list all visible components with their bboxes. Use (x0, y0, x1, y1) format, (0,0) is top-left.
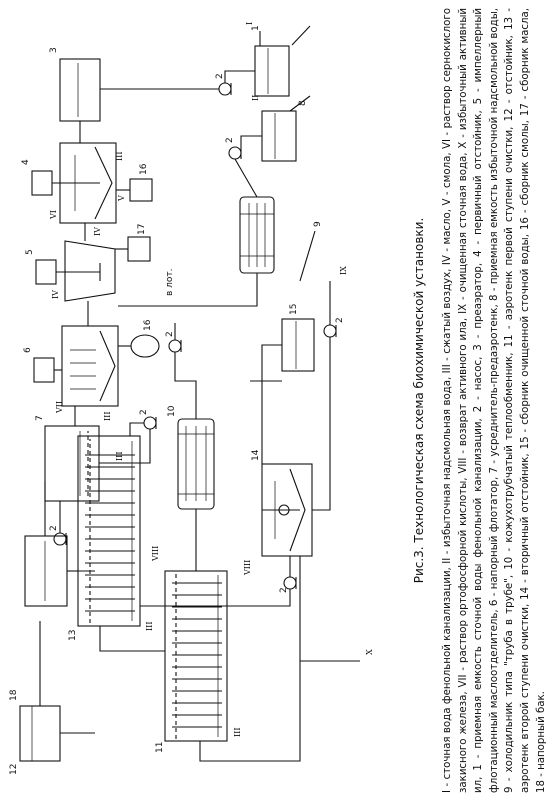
label-unit-2f: 2 (279, 587, 289, 593)
label-unit-12: 12 (9, 764, 19, 775)
label-unit-8: 8 (298, 100, 308, 106)
unit-6-pressure-flotator (33, 325, 119, 407)
label-unit-2e: 2 (49, 525, 59, 531)
label-stream-III-c: III (115, 452, 124, 461)
label-stream-VII: VII (55, 401, 64, 414)
label-unit-1: 1 (251, 25, 261, 31)
label-unit-17: 17 (137, 224, 147, 235)
unit-12-settler-top (24, 481, 95, 607)
unit-11-aerotank-stage1 (164, 570, 228, 742)
label-unit-6: 6 (23, 347, 33, 353)
unit-7-equalizer (44, 425, 100, 502)
unit-18-pressure-tank (19, 621, 95, 762)
label-stream-IX: IX (339, 266, 348, 275)
label-unit-3: 3 (49, 47, 59, 53)
label-stream-III-b: III (103, 412, 112, 421)
label-stream-X: X (365, 649, 374, 655)
label-stream-II: II (251, 95, 260, 101)
label-unit-14: 14 (251, 449, 261, 461)
unit-15-treated-water-collector (281, 318, 315, 372)
figure-caption: Рис.3. Технологическая схема биохимическ… (412, 217, 426, 584)
unit-5-oil-separator (35, 240, 116, 302)
pump-2-b (228, 146, 242, 160)
label-unit-16b: 16 (139, 163, 149, 175)
unit-labels: 1 2 2 2 2 2 2 2 3 4 5 6 7 8 9 10 11 12 1… (9, 25, 345, 775)
label-unit-18: 18 (9, 689, 19, 701)
stream-labels: I II III III III III III IV IV V VI VII … (49, 22, 374, 737)
unit-3-pre-aerator (59, 58, 101, 122)
figure-legend: I - сточная вода фенольной канализации, … (442, 8, 547, 793)
label-stream-IV-b: IV (93, 227, 102, 236)
unit-10-heat-exchanger (177, 418, 215, 510)
process-flow-diagram: 1 2 2 2 2 2 2 2 3 4 5 6 7 8 9 10 11 12 1… (9, 22, 374, 775)
label-stream-IV-a: IV (51, 290, 60, 299)
label-unit-11: 11 (155, 742, 165, 753)
label-unit-10: 10 (167, 405, 177, 417)
label-unit-13: 13 (68, 630, 78, 641)
unit-16-resin-collector-b (116, 178, 153, 202)
pump-2-a (218, 82, 232, 96)
piping (59, 25, 360, 762)
label-stream-VI: VI (49, 210, 58, 220)
label-stream-VIII-b: VIII (243, 560, 252, 576)
unit-1-receiving-tank (254, 45, 290, 97)
unit-13-aerotank-stage2 (77, 435, 141, 627)
pump-2-g (323, 324, 337, 338)
pump-2-c (168, 339, 182, 353)
unit-8-excess-water-tank (261, 110, 297, 162)
unit-4-primary-settler (31, 142, 117, 224)
pump-2-e (53, 532, 67, 546)
label-stream-III-a: III (115, 152, 124, 161)
label-stream-V: V (117, 195, 126, 202)
unit-9-cooler (239, 196, 275, 274)
label-stream-III-e: III (233, 728, 242, 737)
unit-14-secondary-settler (261, 463, 313, 557)
label-unit-9: 9 (313, 221, 323, 227)
unit-16-resin-collector-a (118, 334, 160, 358)
label-unit-2a: 2 (215, 73, 225, 79)
label-unit-7: 7 (35, 415, 45, 421)
label-unit-16a: 16 (143, 319, 153, 331)
label-unit-5: 5 (25, 249, 35, 255)
label-unit-2g: 2 (335, 317, 345, 323)
label-unit-2c: 2 (165, 331, 175, 337)
label-unit-4: 4 (21, 159, 31, 165)
label-stream-VIII-a: VIII (151, 546, 160, 562)
pump-2-d (143, 416, 157, 430)
label-unit-2b: 2 (225, 137, 235, 143)
label-stream-I: I (245, 22, 254, 25)
label-unit-15: 15 (289, 304, 299, 315)
unit-17-oil-collector (115, 236, 151, 262)
label-unit-2d: 2 (139, 409, 149, 415)
label-stream-III-d: III (145, 622, 154, 631)
note-v-lot: в лот. (165, 268, 175, 296)
